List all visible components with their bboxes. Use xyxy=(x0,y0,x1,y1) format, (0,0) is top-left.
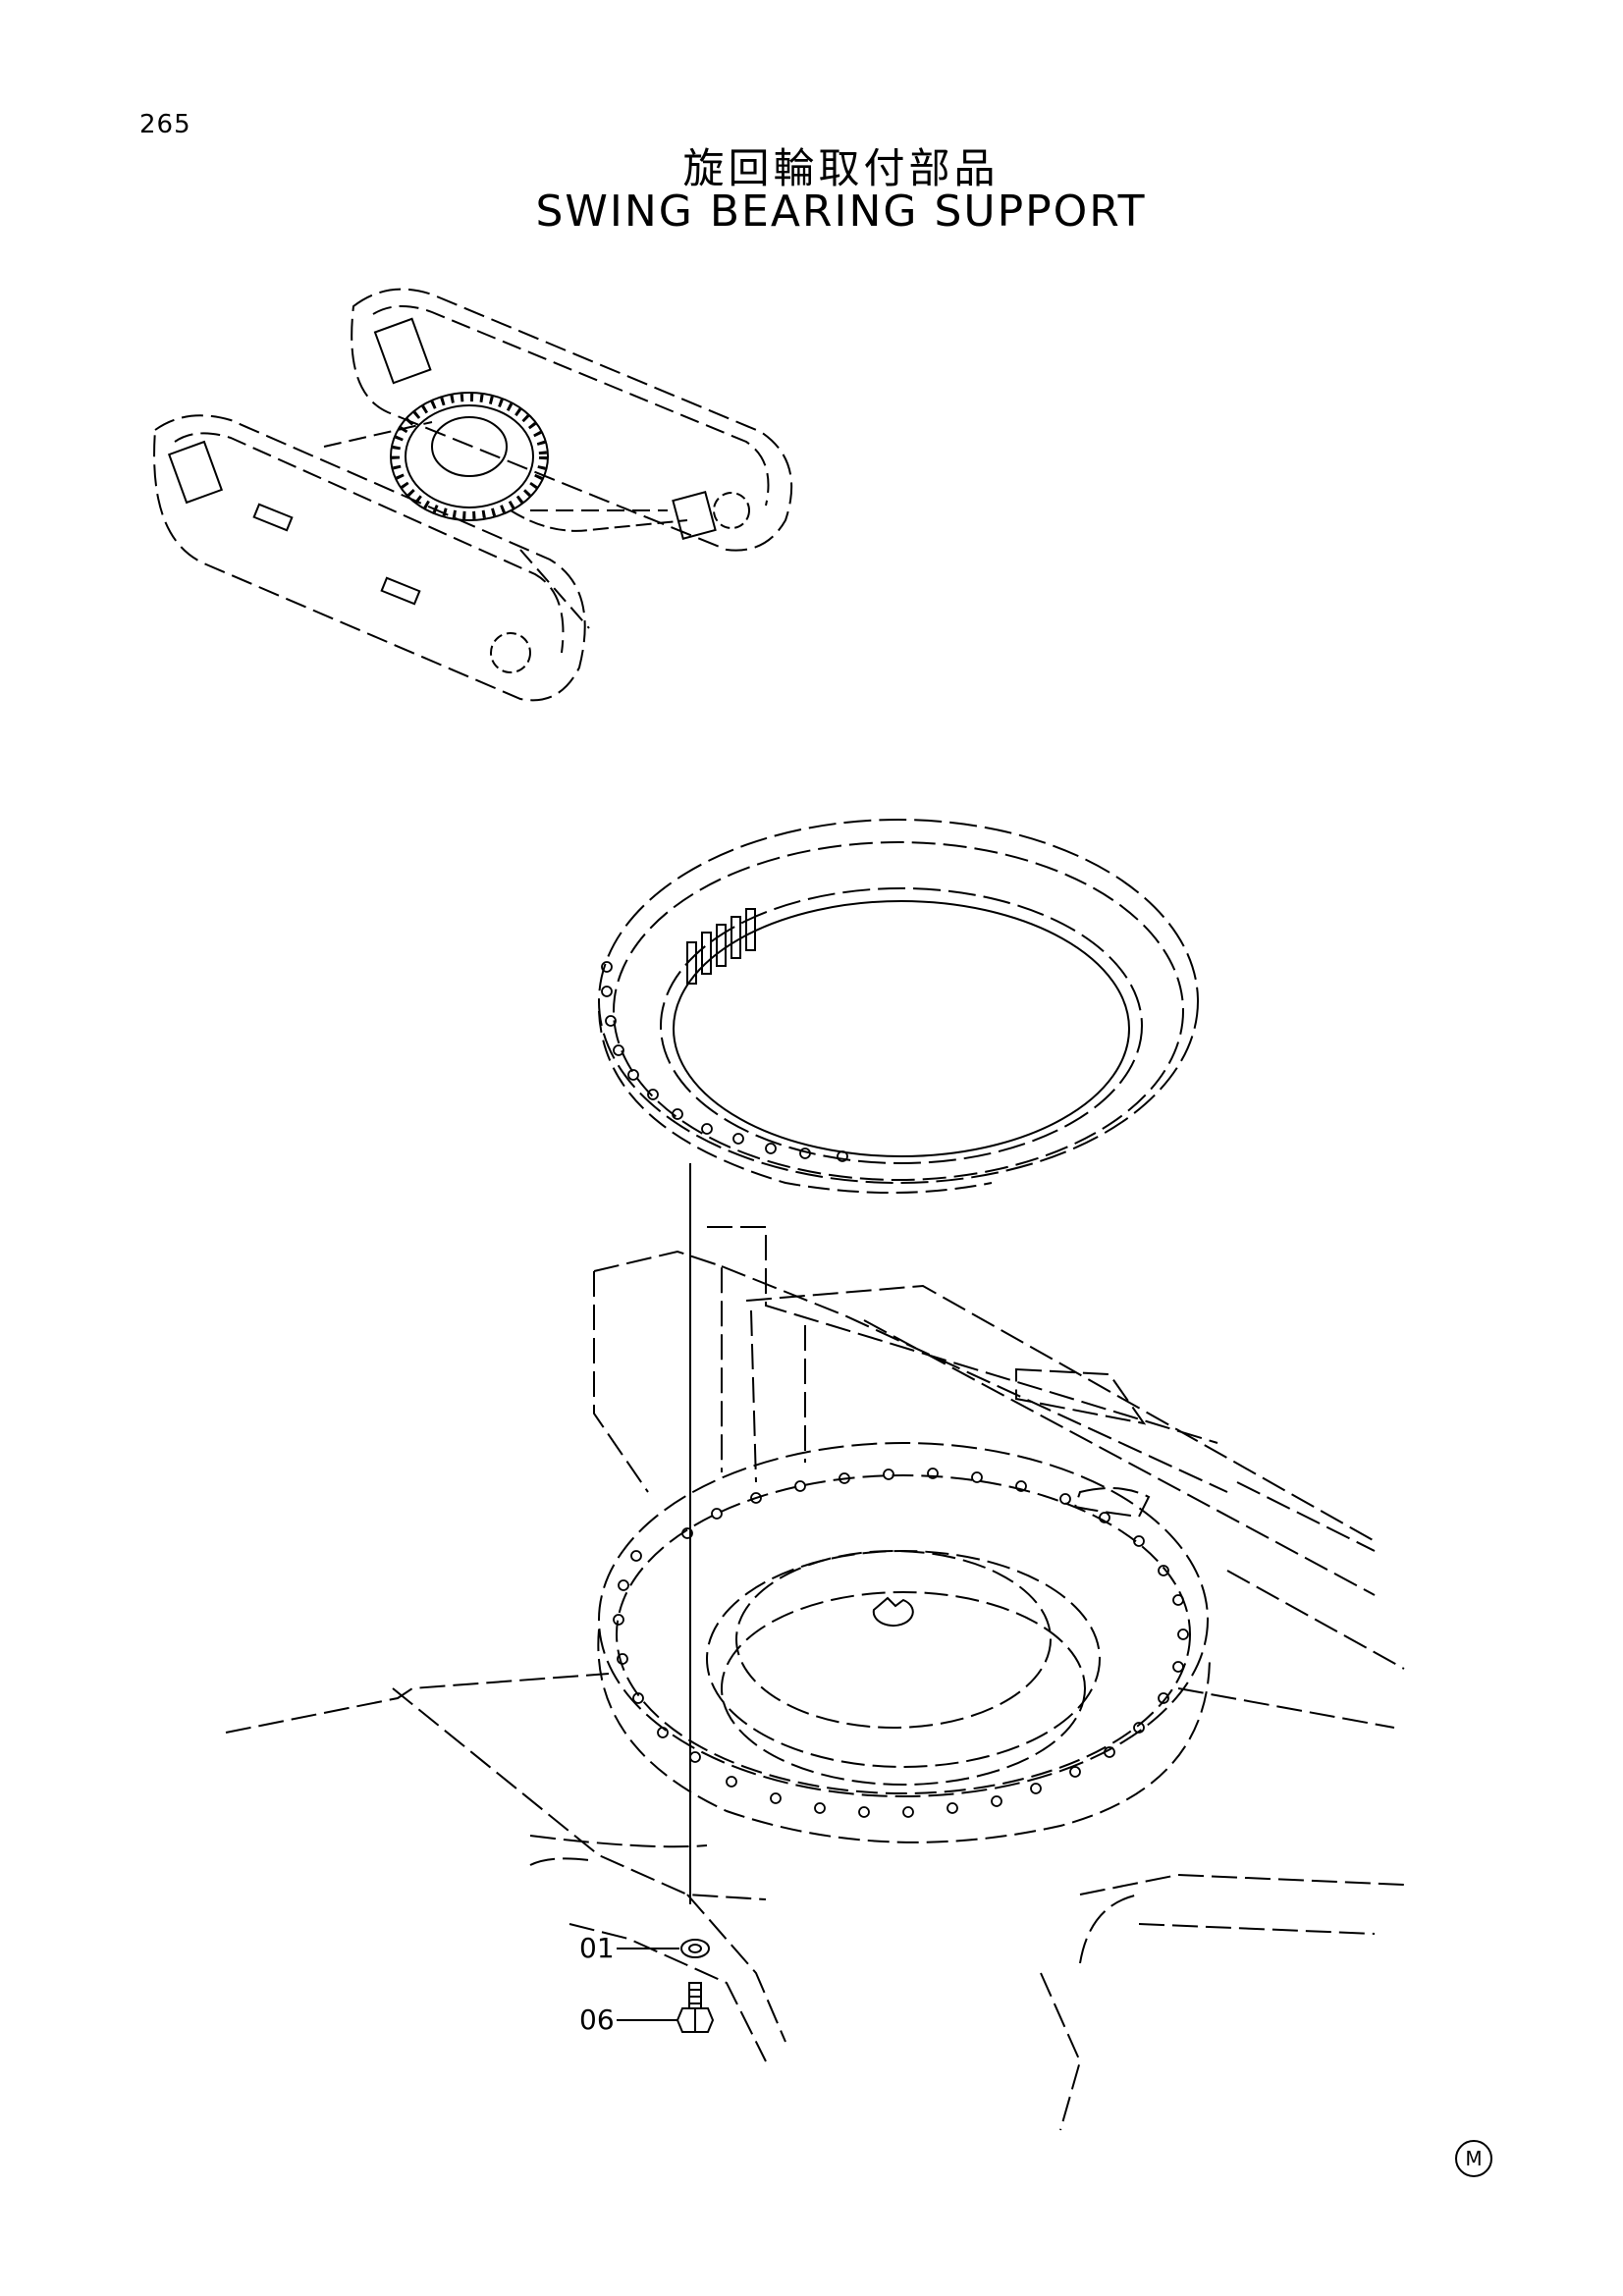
title-english: SWING BEARING SUPPORT xyxy=(535,187,1147,237)
callout-06: 06 xyxy=(579,2003,615,2036)
swing-bearing-ring xyxy=(598,819,1199,1194)
bearing-housing xyxy=(597,1442,1211,1843)
callout-01: 01 xyxy=(579,1932,615,1964)
frame-structure xyxy=(593,1226,1405,1729)
footer-mark: M xyxy=(1455,2140,1492,2177)
undercarriage-overview xyxy=(153,288,793,702)
page-number: 265 xyxy=(139,110,191,139)
base-frame xyxy=(225,1673,1405,2131)
washer-part-01 xyxy=(617,1939,710,1958)
bolt-part-06 xyxy=(617,1982,715,2033)
title-japanese: 旋回輪取付部品 xyxy=(682,144,1000,192)
